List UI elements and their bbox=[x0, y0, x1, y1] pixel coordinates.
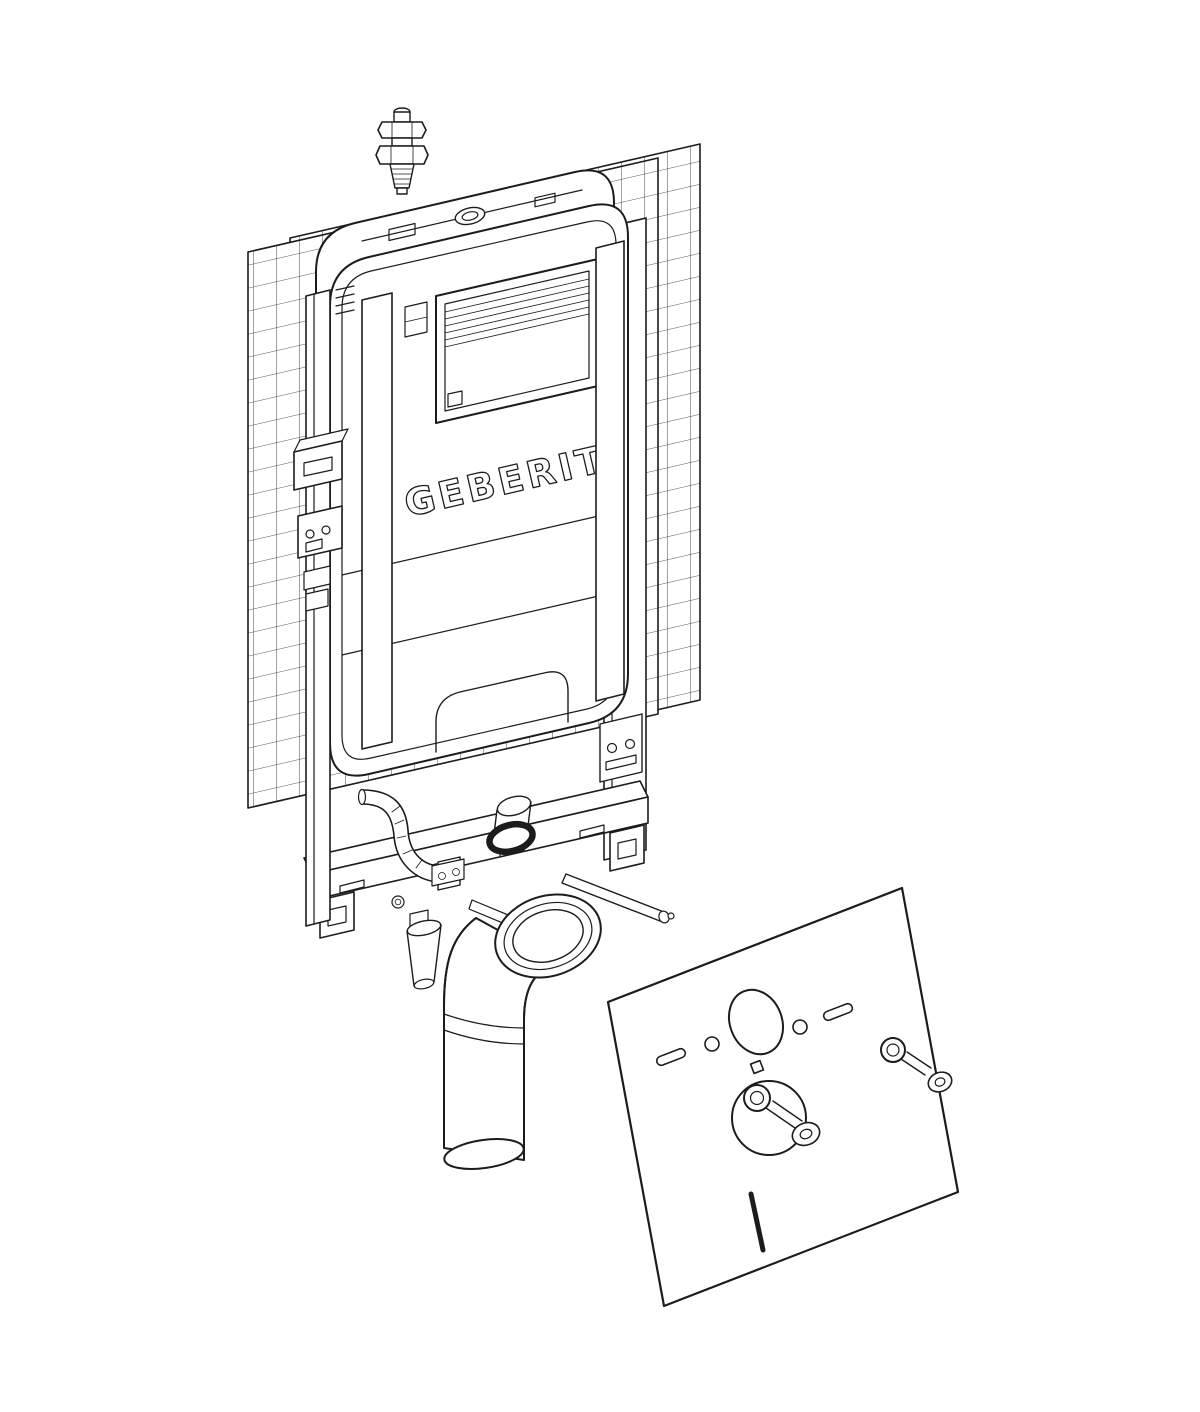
filler-cap-inner bbox=[461, 211, 479, 221]
front-rail-left bbox=[361, 292, 393, 750]
valve-hex-facets-upper bbox=[391, 121, 413, 139]
right-rail-bracket bbox=[599, 713, 643, 783]
funnel-cone bbox=[406, 919, 442, 990]
screw-left-shaft bbox=[765, 1100, 803, 1129]
inlet-bend-flange bbox=[357, 788, 367, 806]
valve-hex-nut-upper bbox=[377, 121, 427, 139]
socket-cup-opening bbox=[512, 909, 584, 963]
screw-right-head bbox=[880, 1037, 906, 1063]
access-window-notch bbox=[447, 390, 463, 408]
connector-box-line bbox=[404, 316, 428, 323]
flush-plate-access-window bbox=[435, 258, 599, 424]
screw-left-head bbox=[743, 1084, 771, 1112]
bracket-upper-face bbox=[293, 440, 343, 491]
wall-fixing-bracket-upper bbox=[293, 428, 349, 491]
rail-fittings bbox=[303, 565, 331, 612]
front-rail-right bbox=[595, 240, 625, 702]
screw-left-socket bbox=[749, 1090, 765, 1106]
mounting-plate-hole-2 bbox=[452, 868, 460, 876]
fixing-screw-with-washer-left bbox=[743, 1084, 821, 1147]
filler-cap-outer bbox=[454, 206, 486, 226]
outlet-socket-cup bbox=[494, 893, 602, 979]
drain-slot bbox=[748, 1191, 766, 1253]
valve-neck-top bbox=[393, 111, 411, 123]
seal-cylinder-top bbox=[496, 795, 532, 817]
washer-left-inner bbox=[799, 1128, 813, 1140]
wall-fixing-bracket-lower bbox=[297, 505, 343, 559]
foot-right-plate bbox=[609, 824, 645, 872]
square-hole bbox=[749, 1059, 765, 1075]
bracket-lower-hole-1 bbox=[305, 529, 315, 539]
rail-fitting-1 bbox=[303, 565, 331, 591]
fixing-circle-hole bbox=[731, 1080, 807, 1156]
valve-threaded-tail bbox=[389, 163, 415, 189]
filler-cap bbox=[454, 206, 486, 226]
washer-right-inner bbox=[934, 1077, 946, 1087]
foot-plate-right bbox=[609, 824, 645, 872]
pipe-joint-lines bbox=[443, 1013, 525, 1045]
fixing-screw-with-washer-right bbox=[880, 1037, 953, 1093]
pin-hole-right bbox=[792, 1019, 808, 1035]
ceramic-oval-hole bbox=[727, 988, 785, 1056]
washer-left-outer bbox=[791, 1121, 821, 1147]
bracket-lower-hole-2 bbox=[321, 525, 331, 535]
right-bracket-slot bbox=[605, 754, 637, 771]
funnel-spout bbox=[413, 978, 435, 990]
valve-tip bbox=[396, 187, 408, 195]
mounting-plate-hole-1 bbox=[438, 872, 446, 880]
pipe-clip-ring bbox=[391, 895, 405, 909]
window-connector-box bbox=[404, 301, 428, 338]
slot-hole-right bbox=[822, 1002, 854, 1022]
top-cutouts bbox=[388, 192, 556, 242]
bracket-lower-face bbox=[297, 505, 343, 559]
socket-cup-rim bbox=[503, 901, 593, 971]
elbow-outer-curve bbox=[443, 917, 477, 1007]
valve-thread-lines bbox=[390, 168, 414, 185]
seal-ring bbox=[486, 820, 536, 856]
right-bracket-hole-1 bbox=[606, 742, 618, 754]
actuator-rod bbox=[561, 873, 675, 924]
actuator-rod-tip bbox=[667, 912, 675, 920]
pin-hole-left bbox=[704, 1036, 720, 1052]
washer-right-outer bbox=[927, 1071, 953, 1093]
screw-right-socket bbox=[886, 1043, 900, 1057]
water-supply-stop-valve bbox=[375, 107, 429, 195]
access-window-ribs bbox=[444, 278, 590, 348]
vent-ribs bbox=[335, 285, 355, 315]
slot-hole-left bbox=[655, 1047, 687, 1067]
rail-fitting-2 bbox=[305, 588, 329, 612]
sound-insulation-mat bbox=[606, 886, 960, 1308]
funnel-mouth bbox=[406, 919, 442, 937]
flush-valve-seal bbox=[486, 795, 536, 856]
pipe-clip-ring-inner bbox=[394, 898, 402, 906]
screw-right-shaft bbox=[900, 1051, 932, 1076]
valve-hex-facets-lower bbox=[390, 145, 414, 165]
right-bracket-hole-2 bbox=[624, 738, 636, 750]
bottom-crossbar bbox=[303, 780, 649, 901]
foot-right-slot bbox=[617, 838, 637, 860]
valve-hex-nut-lower bbox=[375, 145, 429, 165]
inlet-bend-ribs bbox=[391, 805, 423, 869]
pipe-end-opening bbox=[443, 1138, 525, 1170]
right-bracket-face bbox=[599, 713, 643, 783]
flush-recess bbox=[435, 671, 569, 753]
bracket-upper-slot bbox=[303, 456, 333, 477]
access-window-inner bbox=[444, 270, 590, 412]
bracket-lower-slot bbox=[305, 538, 323, 553]
valve-body bbox=[391, 137, 413, 147]
insulation-mat-sheet bbox=[606, 886, 960, 1308]
